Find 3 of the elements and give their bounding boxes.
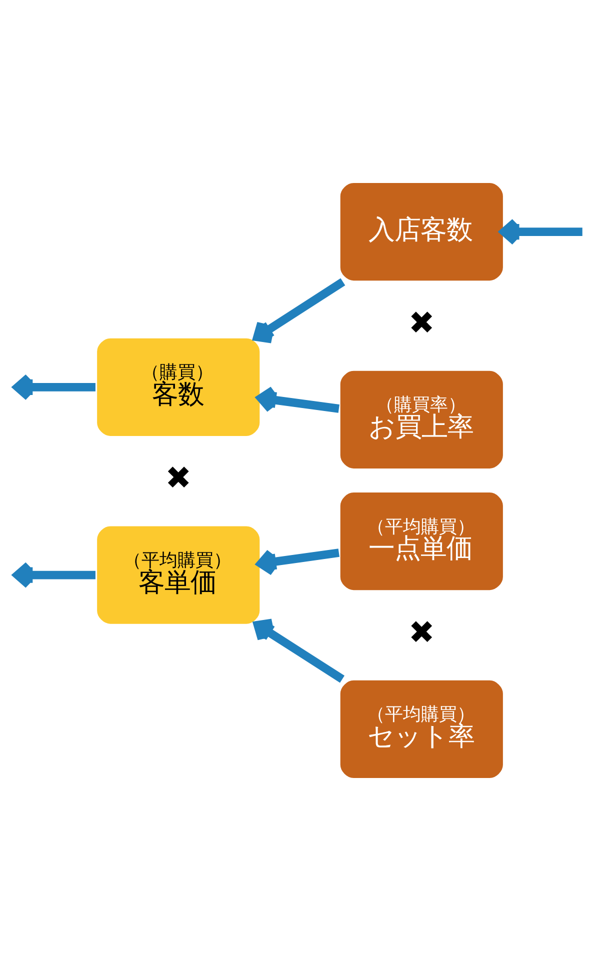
label: ✖	[408, 614, 435, 650]
label: ✖	[408, 304, 435, 341]
label: ✖	[165, 460, 192, 496]
